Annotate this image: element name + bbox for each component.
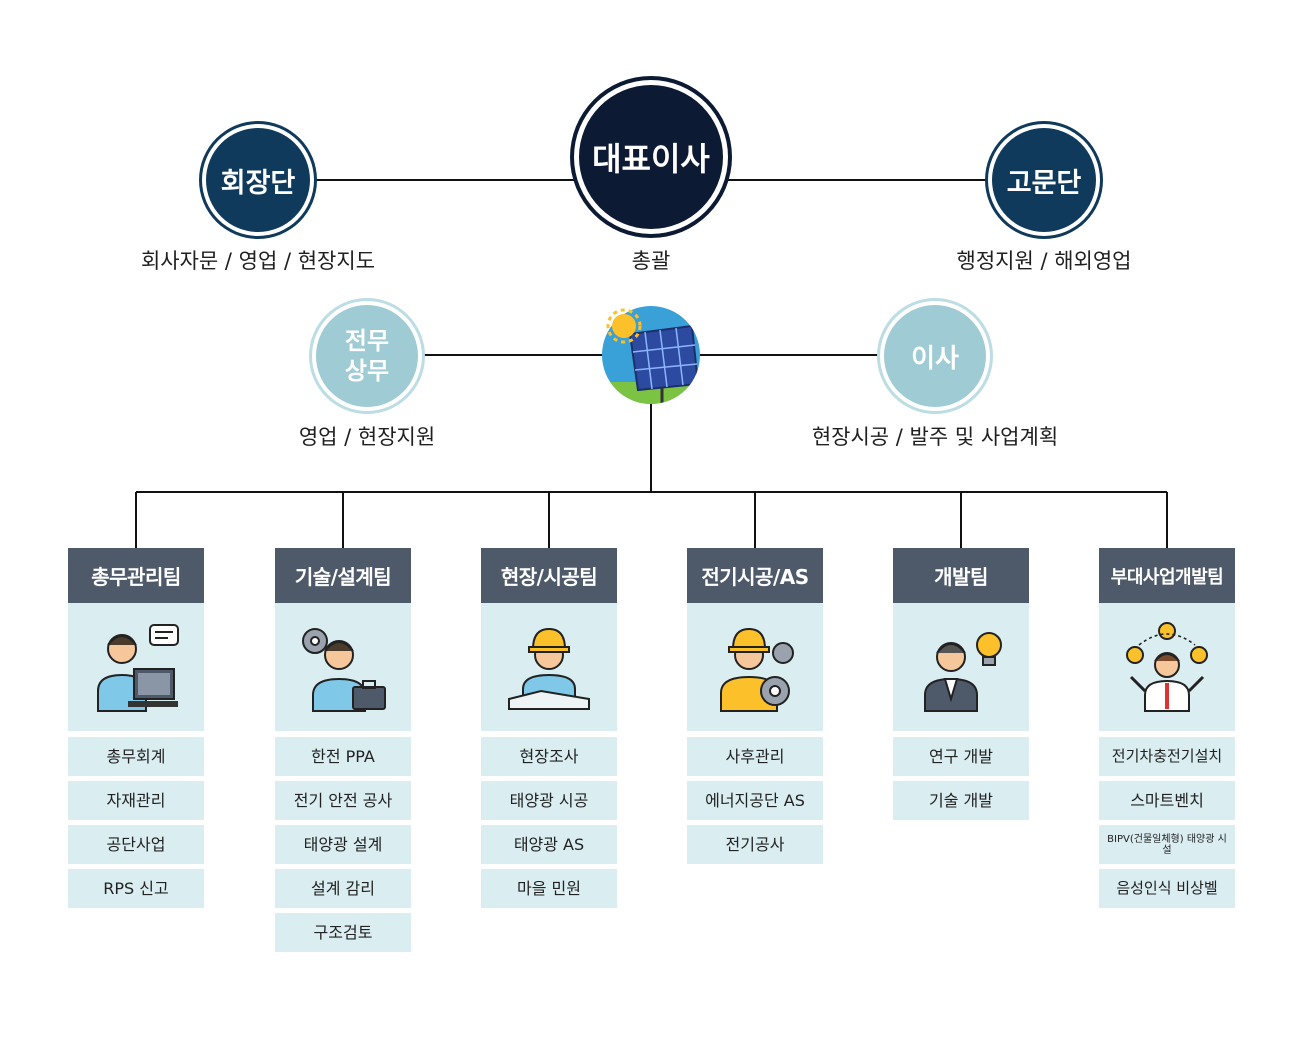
managing-node: 전무 상무 (316, 305, 418, 407)
ceo-node: 대표이사 (579, 85, 723, 229)
team-column-dev: 개발팀 연구 개발 기술 개발 (893, 548, 1029, 825)
team-item: 스마트벤치 (1099, 781, 1235, 820)
team-header: 부대사업개발팀 (1099, 548, 1235, 603)
team-header: 개발팀 (893, 548, 1029, 603)
ceo-desc: 총괄 (631, 249, 671, 273)
team-item: 기술 개발 (893, 781, 1029, 820)
managing-label-1: 전무 (344, 327, 390, 355)
team-item: 태양광 시공 (481, 781, 617, 820)
team-item: 태양광 설계 (275, 825, 411, 864)
director-node: 이사 (884, 305, 986, 407)
advisor-label: 고문단 (1006, 167, 1082, 199)
chairman-desc: 회사자문 / 영업 / 현장지도 (140, 249, 376, 273)
office-worker-computer-icon (68, 603, 204, 731)
team-item: 연구 개발 (893, 737, 1029, 776)
developer-lightbulb-icon (893, 603, 1029, 731)
chairman-label: 회장단 (220, 167, 296, 199)
team-item: 전기차충전기설치 (1099, 737, 1235, 776)
team-column-business: 부대사업개발팀 전기차충전기설치 스마트벤치 BIPV(건물일체형) 태양광 시… (1099, 548, 1235, 913)
advisor-desc: 행정지원 / 해외영업 (956, 249, 1132, 273)
team-item: 자재관리 (68, 781, 204, 820)
team-header: 기술/설계팀 (275, 548, 411, 603)
director-label: 이사 (911, 343, 959, 374)
business-idea-icon (1099, 603, 1235, 731)
chairman-node: 회장단 (206, 128, 310, 232)
team-item: 구조검토 (275, 913, 411, 952)
team-column-general: 총무관리팀 총무회계 자재관리 공단사업 RPS 신고 (68, 548, 204, 913)
team-column-field: 현장/시공팀 현장조사 태양광 시공 태양광 AS 마을 민원 (481, 548, 617, 913)
team-header: 현장/시공팀 (481, 548, 617, 603)
technician-gears-icon (687, 603, 823, 731)
director-desc: 현장시공 / 발주 및 사업계획 (811, 425, 1059, 449)
team-column-tech: 기술/설계팀 한전 PPA 전기 안전 공사 태양광 설계 설계 감리 구조검토 (275, 548, 411, 957)
team-item: 공단사업 (68, 825, 204, 864)
team-item: 사후관리 (687, 737, 823, 776)
team-item: 마을 민원 (481, 869, 617, 908)
team-item: 태양광 AS (481, 825, 617, 864)
team-item: BIPV(건물일체형) 태양광 시설 (1099, 825, 1235, 864)
team-item: 현장조사 (481, 737, 617, 776)
ceo-label: 대표이사 (592, 140, 710, 178)
team-item: 에너지공단 AS (687, 781, 823, 820)
solar-panel-sun-icon (600, 304, 702, 406)
team-item: 전기공사 (687, 825, 823, 864)
construction-worker-blueprint-icon (481, 603, 617, 731)
managing-desc: 영업 / 현장지원 (298, 425, 436, 449)
team-header: 총무관리팀 (68, 548, 204, 603)
team-item: 설계 감리 (275, 869, 411, 908)
team-item: 전기 안전 공사 (275, 781, 411, 820)
team-item: 한전 PPA (275, 737, 411, 776)
team-item: 총무회계 (68, 737, 204, 776)
managing-label-2: 상무 (344, 357, 390, 385)
advisor-node: 고문단 (992, 128, 1096, 232)
engineer-gear-briefcase-icon (275, 603, 411, 731)
team-item: 음성인식 비상벨 (1099, 869, 1235, 908)
team-header: 전기시공/AS (687, 548, 823, 603)
team-item: RPS 신고 (68, 869, 204, 908)
team-column-electric: 전기시공/AS 사후관리 에너지공단 AS 전기공사 (687, 548, 823, 869)
